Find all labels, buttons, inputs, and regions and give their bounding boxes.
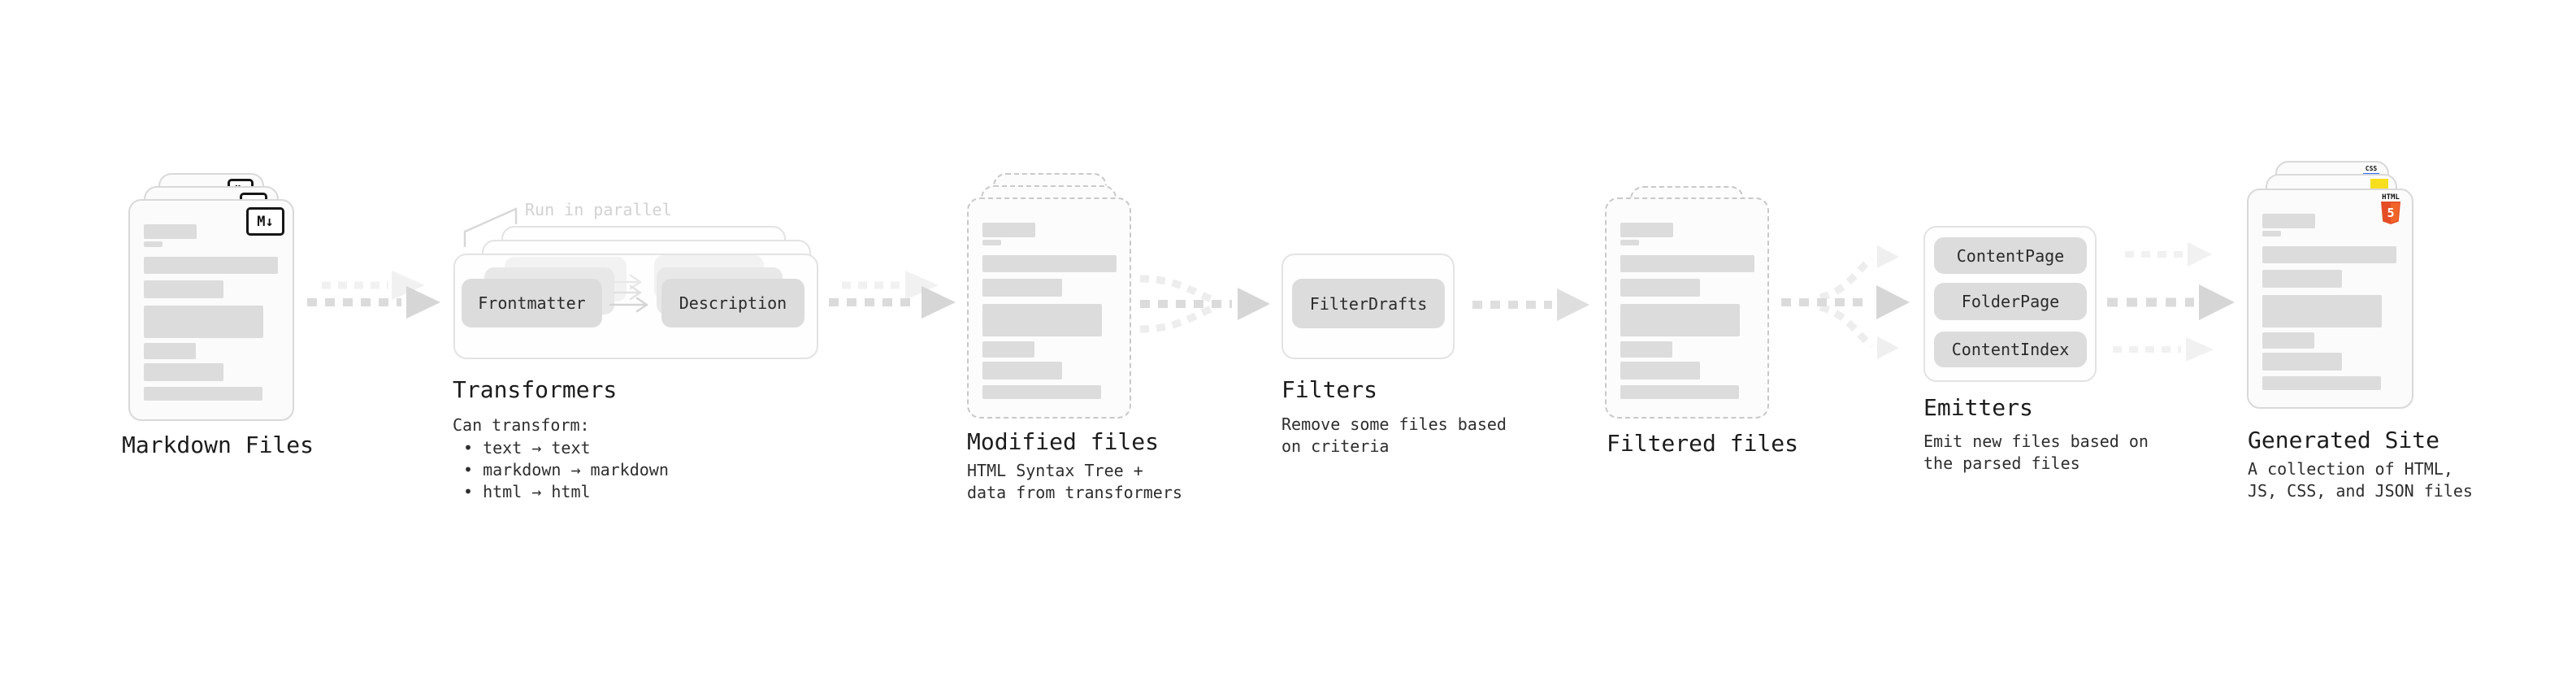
transformers-label: Transformers xyxy=(453,376,618,403)
markdown-file-card-front: M↓ xyxy=(128,199,294,421)
modified-files-caption-line: data from transformers xyxy=(967,483,1182,502)
placeholder-bar xyxy=(982,255,1117,272)
placeholder-bar xyxy=(144,224,197,239)
js-file-icon xyxy=(2370,179,2388,189)
arrow-transformers-to-modified xyxy=(829,271,956,319)
generated-site-caption-line: JS, CSS, and JSON files xyxy=(2248,481,2473,501)
placeholder-bar xyxy=(982,385,1101,399)
placeholder-bar xyxy=(144,306,263,338)
arrow-filtered-to-emitters-fanout xyxy=(1781,245,1910,359)
emitters-caption-line: Emit new files based on xyxy=(1923,432,2149,451)
placeholder-bar xyxy=(2262,270,2342,288)
placeholder-bar xyxy=(1620,304,1740,336)
placeholder-bar xyxy=(982,304,1102,336)
markdown-files-label: Markdown Files xyxy=(122,432,314,458)
transformers-caption-title: Can transform: xyxy=(453,415,590,435)
generated-site-caption-line: A collection of HTML, xyxy=(2248,459,2453,479)
modified-files-caption-line: HTML Syntax Tree + xyxy=(967,461,1143,480)
filtered-files-label: Filtered files xyxy=(1607,430,1799,457)
transformers-bullet: • html → html xyxy=(463,482,591,501)
placeholder-bar xyxy=(144,387,262,401)
placeholder-bar xyxy=(1620,255,1754,272)
placeholder-bar xyxy=(2262,332,2314,349)
arrow-modified-to-filters-merge xyxy=(1139,275,1270,333)
transformers-bullet: • text → text xyxy=(463,438,591,458)
html5-shield: 5 xyxy=(2381,202,2400,224)
generated-site-label: Generated Site xyxy=(2248,427,2440,453)
filters-caption-line: on criteria xyxy=(1281,436,1390,456)
modified-file-card-front xyxy=(967,197,1131,419)
run-in-parallel-label: Run in parallel xyxy=(525,200,672,219)
placeholder-bar xyxy=(144,241,163,247)
filtered-file-card-front xyxy=(1605,197,1769,419)
emitter-pill-folderpage: FolderPage xyxy=(1934,283,2087,320)
emitter-pill-contentpage: ContentPage xyxy=(1934,237,2087,274)
modified-files-label: Modified files xyxy=(967,428,1160,455)
placeholder-bar xyxy=(982,240,1001,245)
arrow-filters-to-filtered xyxy=(1472,288,1589,321)
emitter-pill-contentindex: ContentIndex xyxy=(1934,332,2087,367)
placeholder-bar xyxy=(1620,223,1673,237)
placeholder-bar xyxy=(982,279,1062,297)
arrows-emitters-to-site xyxy=(2107,242,2235,362)
placeholder-bar xyxy=(2262,376,2381,390)
placeholder-bar xyxy=(144,363,223,381)
placeholder-bar xyxy=(1620,341,1672,358)
placeholder-bar xyxy=(2262,353,2342,371)
placeholder-bar xyxy=(2262,231,2281,236)
placeholder-bar xyxy=(982,341,1034,358)
html5-icon: HTML 5 xyxy=(2379,193,2402,224)
placeholder-bar xyxy=(1620,279,1700,297)
emitters-caption-line: the parsed files xyxy=(1923,453,2080,473)
filter-pill-filterdrafts: FilterDrafts xyxy=(1292,279,1445,328)
svg-text:5: 5 xyxy=(2387,206,2394,220)
transformer-pill-description: Description xyxy=(661,279,804,327)
placeholder-bar xyxy=(1620,362,1700,380)
placeholder-bar xyxy=(144,343,196,359)
placeholder-bar xyxy=(982,223,1035,237)
site-file-card-html: HTML 5 xyxy=(2247,189,2413,409)
transformers-bullet: • markdown → markdown xyxy=(463,460,669,479)
filters-label: Filters xyxy=(1281,376,1378,403)
placeholder-bar xyxy=(2262,214,2315,228)
filters-caption-line: Remove some files based xyxy=(1281,414,1507,434)
placeholder-bar xyxy=(2262,295,2382,327)
placeholder-bar xyxy=(1620,240,1639,245)
emitters-label: Emitters xyxy=(1923,394,2033,421)
transformer-pill-frontmatter: Frontmatter xyxy=(462,279,602,327)
arrow-markdown-to-transformers xyxy=(307,271,440,319)
placeholder-bar xyxy=(144,280,223,298)
placeholder-bar xyxy=(1620,385,1739,399)
markdown-icon: M↓ xyxy=(246,207,284,236)
placeholder-bar xyxy=(982,362,1062,380)
placeholder-bar xyxy=(2262,246,2396,263)
placeholder-bar xyxy=(144,257,278,274)
